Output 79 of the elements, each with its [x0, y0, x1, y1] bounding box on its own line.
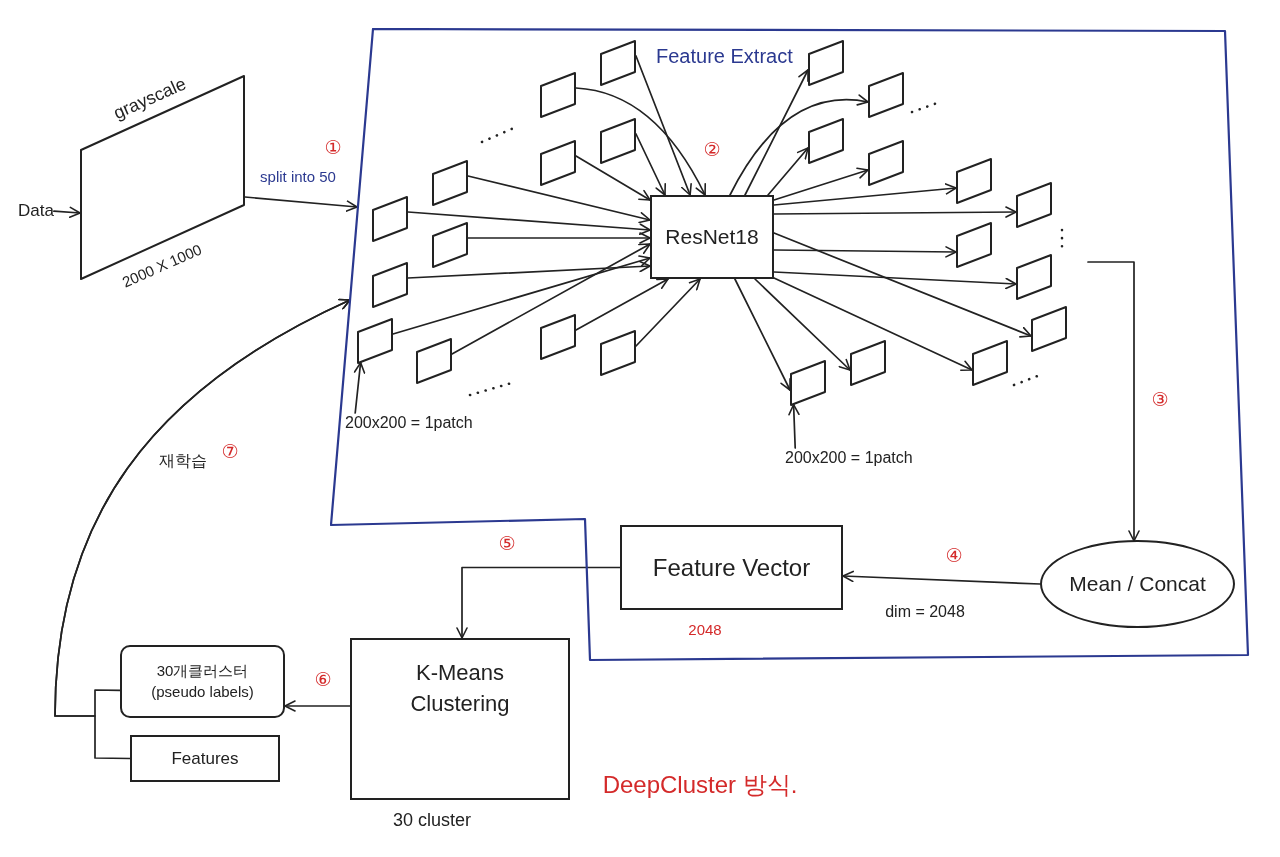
step-number: ⑦	[221, 441, 239, 463]
arrow	[767, 147, 809, 196]
patch-frame	[372, 262, 408, 308]
process-box: Feature Vector	[620, 525, 843, 610]
arrow	[284, 700, 351, 712]
patch-frame	[956, 158, 992, 204]
arrow	[575, 155, 651, 201]
step-number: ②	[703, 138, 721, 162]
patch-frame	[868, 72, 904, 118]
arrow	[575, 87, 706, 196]
patch-frame	[600, 118, 636, 164]
arrow	[729, 94, 869, 196]
data-label: Data	[18, 201, 54, 222]
step-number: ⑥	[314, 669, 332, 691]
patch-frame	[972, 340, 1008, 386]
arrow	[407, 211, 651, 236]
arrow	[773, 183, 957, 206]
step-number: ⑤	[498, 533, 516, 555]
edge-label: 재학습	[157, 451, 209, 471]
arrow	[788, 403, 800, 449]
patch-frame	[790, 360, 826, 406]
patch-frame	[540, 72, 576, 118]
patch-frame	[416, 338, 452, 384]
arrow	[754, 278, 851, 371]
patch-frame	[600, 40, 636, 86]
arrow	[456, 566, 621, 639]
process-box: Features	[130, 735, 280, 782]
arrow	[744, 69, 809, 196]
arrow	[467, 232, 651, 244]
arrow	[734, 278, 791, 391]
process-box: 30개클러스터 (pseudo labels)	[120, 645, 285, 718]
step-number: ③	[1151, 389, 1169, 411]
arrow	[773, 277, 973, 372]
step-number: ④	[945, 545, 963, 567]
patch-frame	[600, 330, 636, 376]
arrow	[392, 255, 651, 335]
size-label: 200x200 = 1patch	[785, 448, 913, 468]
arrow	[773, 271, 1017, 290]
arrow	[244, 196, 358, 212]
arrow	[773, 206, 1017, 218]
arrow	[407, 260, 651, 279]
panel-title: Feature Extract	[656, 44, 793, 68]
arrow	[467, 175, 651, 224]
note-text: DeepCluster 방식.	[602, 771, 798, 799]
arrow	[773, 167, 869, 201]
arrow	[575, 278, 669, 331]
arrow	[53, 206, 81, 219]
patch-frame	[1016, 254, 1052, 300]
patch-frame	[956, 222, 992, 268]
arrow	[635, 278, 701, 347]
size-label: 200x200 = 1patch	[345, 413, 473, 433]
patch-frame	[432, 160, 468, 206]
patch-frame	[540, 140, 576, 186]
process-box: K-Means Clustering	[350, 638, 570, 800]
size-label: 2000 X 1000	[119, 240, 205, 292]
arrow	[353, 361, 366, 414]
patch-frame	[808, 118, 844, 164]
patch-frame	[808, 40, 844, 86]
dimension-label: 2048	[688, 621, 722, 639]
arrow	[1087, 261, 1140, 542]
process-ellipse: Mean / Concat	[1040, 540, 1235, 628]
process-box: ResNet18	[650, 195, 774, 279]
patch-frame	[1016, 182, 1052, 228]
patch-frame	[850, 340, 886, 386]
arrow	[635, 133, 666, 196]
patch-frame	[432, 222, 468, 268]
arrow	[842, 570, 1041, 585]
patch-frame	[540, 314, 576, 360]
edge-label: split into 50	[258, 168, 338, 186]
cluster-count-label: 30 cluster	[393, 810, 471, 832]
arrow	[635, 55, 692, 196]
patch-frame	[868, 140, 904, 186]
patch-frame	[1031, 306, 1067, 352]
arrow	[773, 246, 957, 258]
step-number: ①	[324, 137, 342, 159]
arrow	[451, 243, 651, 355]
patch-frame	[357, 318, 393, 364]
arrow	[773, 232, 1032, 338]
patch-frame	[372, 196, 408, 242]
